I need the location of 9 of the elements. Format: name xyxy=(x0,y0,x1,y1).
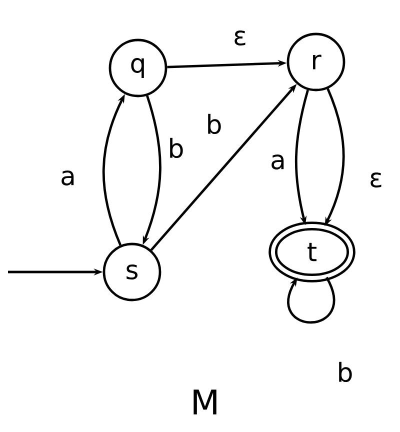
edge-label: ε xyxy=(370,172,382,188)
edge-label: b xyxy=(339,362,352,382)
edge-label: a xyxy=(272,154,284,170)
edge-label: b xyxy=(208,114,221,134)
edge-label: a xyxy=(62,170,74,186)
machine-label: M xyxy=(194,390,216,414)
edge-label: ε xyxy=(234,30,246,46)
loop-arrow xyxy=(287,276,336,324)
edge-label: b xyxy=(170,138,183,158)
